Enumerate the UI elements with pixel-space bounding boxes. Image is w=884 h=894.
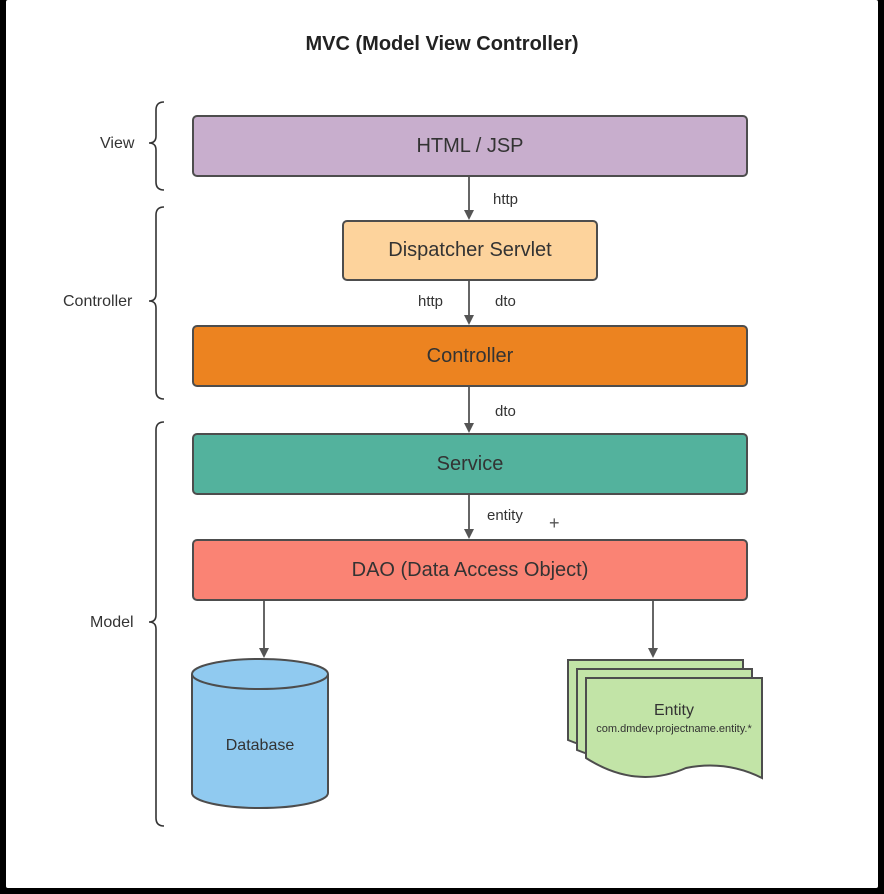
entity-documents	[567, 659, 763, 780]
entity-title: Entity	[653, 702, 694, 719]
layer-label-model: Model	[90, 614, 134, 631]
edge-label-dto-controller: dto	[495, 403, 516, 420]
layer-label-controller: Controller	[63, 293, 133, 310]
controller-brace	[148, 206, 165, 400]
crosshair-cursor-icon: +	[549, 513, 560, 533]
diagram-graphics	[148, 101, 763, 827]
edge-label-http-dispatcher: http	[418, 293, 444, 310]
view-brace	[148, 101, 165, 191]
diagram-canvas: MVC (Model View Controller)	[6, 0, 878, 888]
entity-package: com.dmdev.projectname.entity.*	[596, 723, 752, 735]
edge-label-http-view: http	[493, 191, 519, 208]
dispatcher-servlet-box: Dispatcher Servlet	[342, 220, 598, 281]
service-box: Service	[192, 433, 748, 495]
diagram-title: MVC (Model View Controller)	[305, 33, 579, 55]
dao-box: DAO (Data Access Object)	[192, 539, 748, 601]
database-cylinder	[191, 658, 329, 809]
layer-label-view: View	[100, 135, 135, 152]
edge-label-entity: entity	[487, 507, 523, 524]
database-label: Database	[225, 737, 295, 754]
html-jsp-box: HTML / JSP	[192, 115, 748, 177]
edge-label-dto-dispatcher: dto	[495, 293, 516, 310]
model-brace	[148, 421, 165, 827]
controller-box: Controller	[192, 325, 748, 387]
